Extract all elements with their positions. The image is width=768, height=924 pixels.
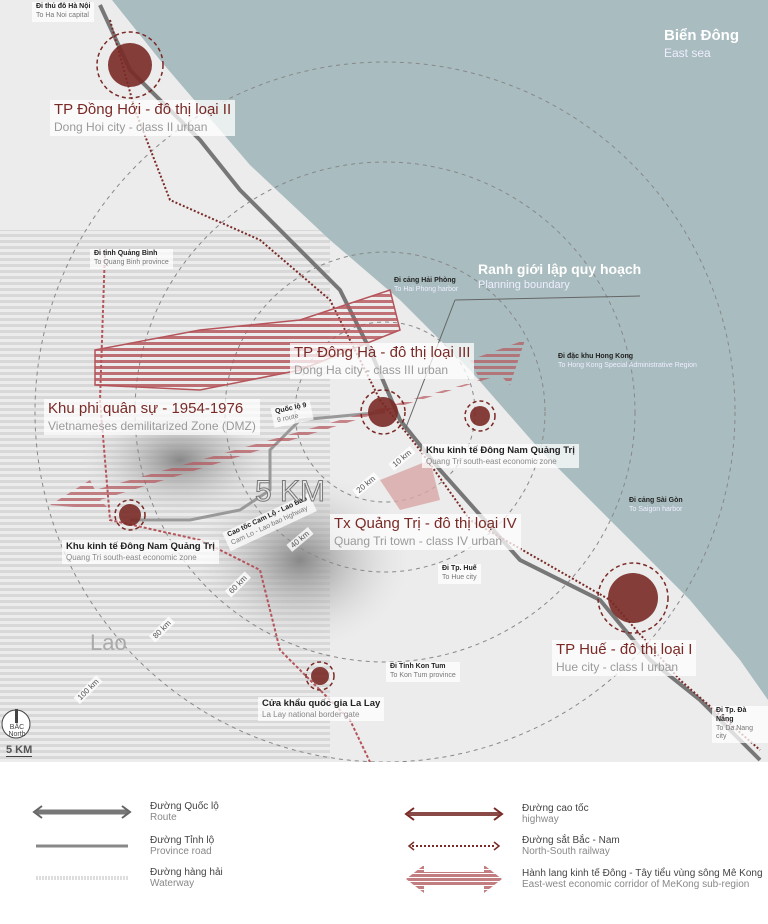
waterway-symbol bbox=[36, 876, 128, 880]
city-rings bbox=[96, 31, 669, 691]
boundary-leader-line bbox=[454, 295, 641, 301]
scale-bar: 5 KM bbox=[6, 744, 33, 757]
radius-label: 5 KM bbox=[254, 475, 326, 509]
corridor-symbol bbox=[406, 865, 502, 893]
quang-tri-town-area bbox=[380, 460, 440, 510]
planning-boundary-dmz bbox=[94, 289, 401, 391]
province-road-symbol bbox=[36, 844, 128, 848]
railway-symbol bbox=[407, 841, 501, 851]
highway-symbol bbox=[404, 807, 504, 821]
city-markers bbox=[108, 43, 658, 685]
country-label-lao: Lao bbox=[90, 630, 127, 655]
route-symbol bbox=[32, 805, 132, 819]
economic-corridor bbox=[50, 340, 525, 510]
compass-needle bbox=[15, 709, 18, 723]
legend-item-economic-corridor: Hành lang kinh tế Đông - Tây tiểu vùng s… bbox=[404, 862, 763, 896]
sea bbox=[112, 0, 768, 700]
